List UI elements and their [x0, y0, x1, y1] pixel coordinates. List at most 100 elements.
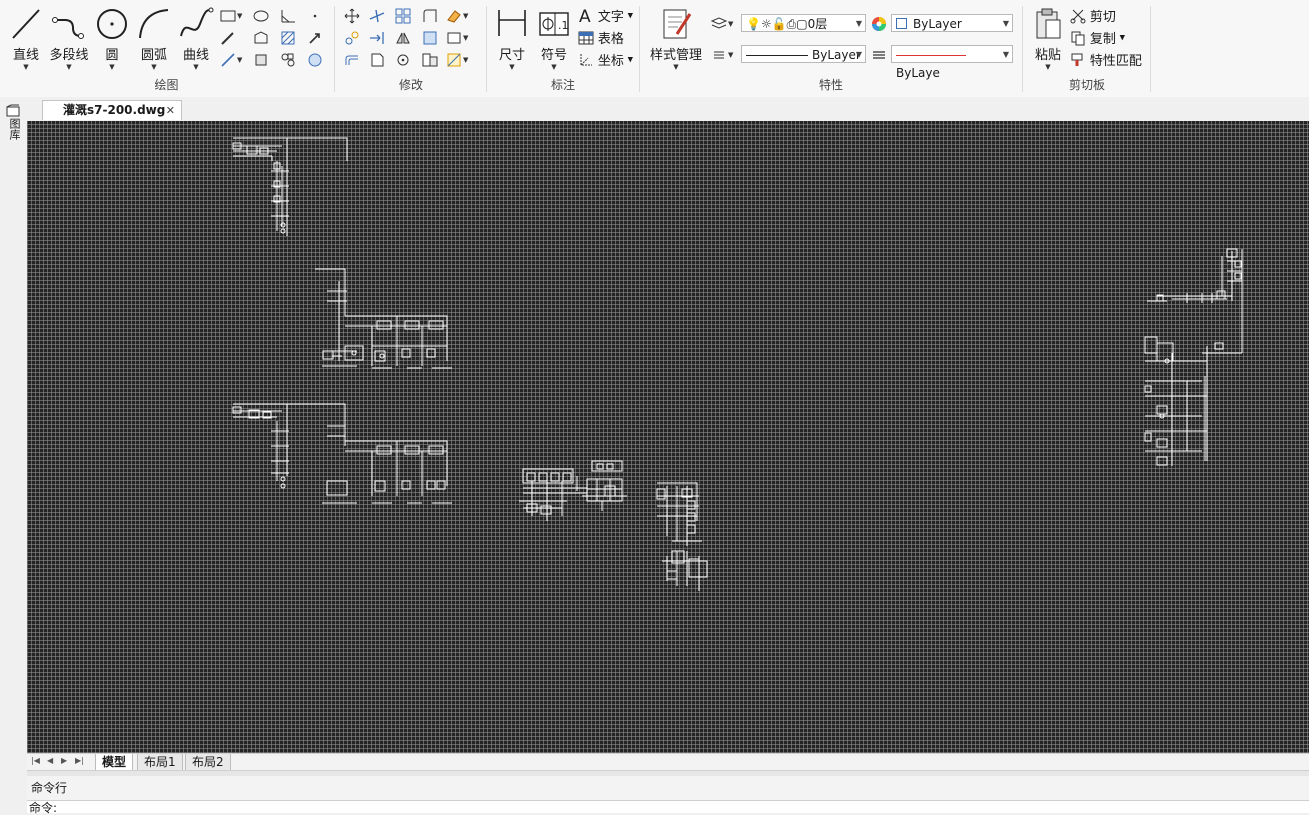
first-tab-icon[interactable]: |◀	[31, 756, 40, 765]
drawing-canvas[interactable]	[27, 121, 1309, 753]
style-manager-icon	[663, 9, 692, 39]
polyline-button[interactable]: 多段线 ▼	[47, 6, 91, 71]
document-tab[interactable]: 灌溉s7-200.dwg ✕	[42, 100, 182, 120]
command-splitter[interactable]	[27, 770, 1309, 777]
layer-manager-tool[interactable]: ▼	[709, 14, 733, 34]
style-manager-button[interactable]: 样式管理 ▼	[647, 6, 705, 71]
tab-model[interactable]: 模型	[95, 754, 134, 771]
fillet-tool[interactable]	[420, 6, 440, 26]
arrow-tool[interactable]	[305, 28, 325, 48]
command-prompt: 命令:	[29, 801, 58, 815]
linetype-select[interactable]: ByLayer ▼	[741, 45, 866, 63]
construction-line-tool[interactable]: ▼	[218, 50, 242, 70]
copy-button[interactable]: 复制 ▼	[1070, 28, 1125, 48]
next-tab-icon[interactable]: ▶	[61, 756, 68, 765]
hatch-tool[interactable]	[278, 28, 298, 48]
cut-label: 剪切	[1089, 10, 1116, 25]
extend-icon	[370, 32, 384, 44]
chevron-down-icon[interactable]: ▼	[23, 63, 29, 71]
table-tool[interactable]: 表格	[578, 28, 624, 48]
color-wheel-tool[interactable]	[869, 14, 889, 34]
document-tab-bar: 灌溉s7-200.dwg ✕	[0, 97, 1309, 121]
point-tool[interactable]	[305, 6, 325, 26]
copy-icon	[1071, 31, 1085, 45]
coordinate-tool[interactable]: 坐标 ▼	[578, 50, 633, 70]
region-tool[interactable]	[251, 28, 271, 48]
array-tool[interactable]	[393, 6, 413, 26]
chevron-down-icon[interactable]: ▼	[66, 63, 72, 71]
clipboard-group-label: 剪切板	[1068, 78, 1105, 92]
rotate-tool[interactable]	[393, 50, 413, 70]
erase-tool[interactable]: ▼	[444, 6, 468, 26]
group-tool[interactable]	[278, 50, 298, 70]
prev-tab-icon[interactable]: ◀	[47, 756, 54, 765]
circle-button[interactable]: 圆 ▼	[92, 6, 132, 71]
library-side-panel[interactable]: 图库	[5, 104, 23, 154]
chevron-down-icon[interactable]: ▼	[1045, 63, 1051, 71]
offset-tool[interactable]	[342, 50, 362, 70]
rectangle-tool[interactable]: ▼	[218, 6, 242, 26]
color-square-icon: ▢	[796, 17, 808, 31]
ladder-block-6	[1144, 248, 1243, 466]
last-tab-icon[interactable]: ▶|	[75, 756, 84, 765]
hatch-edit-tool[interactable]: ▼	[444, 50, 468, 70]
lineweight-select[interactable]: ByLaye ▼	[891, 45, 1013, 80]
annotate-group-label: 标注	[550, 78, 575, 92]
lineweight-tool[interactable]: ▼	[709, 45, 733, 65]
tab-layout1[interactable]: 布局1	[137, 754, 183, 771]
ellipse-tool[interactable]	[251, 6, 271, 26]
color-select[interactable]: ByLayer ▼	[891, 14, 1013, 32]
circle-label: 圆	[105, 48, 119, 63]
pen-tool[interactable]	[218, 28, 238, 48]
command-input[interactable]: 命令:	[27, 800, 1309, 815]
match-properties-button[interactable]: 特性匹配	[1070, 50, 1142, 70]
curve-button[interactable]: 曲线 ▼	[176, 6, 216, 71]
chevron-down-icon[interactable]: ▼	[673, 63, 679, 71]
polyline-icon	[52, 17, 84, 39]
trim-tool[interactable]	[367, 6, 387, 26]
symbol-button[interactable]: .1 符号 ▼	[534, 6, 574, 71]
stretch-tool[interactable]: ▼	[444, 28, 468, 48]
text-tool[interactable]: A 文字 ▼	[579, 6, 634, 27]
table-icon	[578, 31, 594, 44]
angle-tool[interactable]	[278, 6, 298, 26]
explode-tool[interactable]	[420, 28, 440, 48]
tab-layout2[interactable]: 布局2	[185, 754, 231, 771]
copy-object-tool[interactable]	[342, 28, 362, 48]
close-icon[interactable]: ✕	[165, 104, 175, 117]
color-swatch-icon	[896, 18, 907, 29]
ribbon: 直线 ▼ 多段线 ▼ 圆 ▼ 圆弧 ▼ 曲线 ▼ ▼	[0, 0, 1309, 98]
library-label: 图库	[8, 118, 21, 140]
hatch-icon	[281, 31, 295, 45]
block-tool[interactable]	[251, 50, 271, 70]
scale-tool[interactable]	[367, 50, 387, 70]
chevron-down-icon[interactable]: ▼	[551, 63, 557, 71]
linetype-select-value: ByLayer	[812, 48, 861, 62]
cut-button[interactable]: 剪切	[1070, 6, 1116, 26]
ellipse-icon	[253, 10, 269, 22]
dimension-button[interactable]: 尺寸 ▼	[492, 6, 532, 71]
lock-icon: 🔓	[771, 17, 787, 31]
layer-select[interactable]: 💡☼🔓⎙▢0层 ▼	[741, 14, 866, 32]
extend-tool[interactable]	[367, 28, 387, 48]
mirror-icon	[396, 32, 410, 44]
mirror-tool[interactable]	[393, 28, 413, 48]
paste-button[interactable]: 粘贴 ▼	[1028, 6, 1068, 71]
sphere-tool[interactable]	[305, 50, 325, 70]
break-tool[interactable]	[420, 50, 440, 70]
chevron-down-icon[interactable]: ▼	[193, 63, 199, 71]
linetype-scale-tool[interactable]	[869, 45, 889, 65]
arc-button[interactable]: 圆弧 ▼	[134, 6, 174, 71]
properties-group-label: 特性	[818, 78, 843, 92]
dense-block-5	[656, 482, 708, 591]
svg-text:.1: .1	[558, 19, 569, 32]
construction-line-icon	[221, 53, 235, 67]
command-panel: 命令行 命令:	[27, 776, 1309, 815]
line-button[interactable]: 直线 ▼	[6, 6, 46, 71]
chevron-down-icon[interactable]: ▼	[151, 63, 157, 71]
rectangle-icon	[220, 10, 236, 22]
chevron-down-icon[interactable]: ▼	[509, 63, 515, 71]
chevron-down-icon[interactable]: ▼	[109, 63, 115, 71]
style-manager-label: 样式管理	[649, 48, 702, 63]
move-tool[interactable]	[342, 6, 362, 26]
